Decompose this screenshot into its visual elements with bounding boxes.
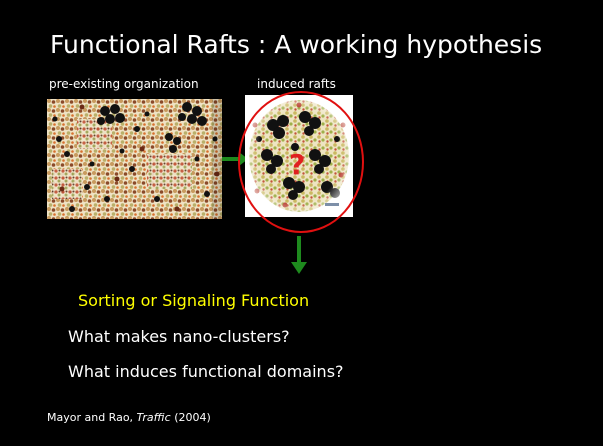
induced-rafts-label: induced rafts	[257, 77, 336, 91]
induced-rafts-image	[245, 95, 353, 217]
citation-year: (2004)	[170, 411, 211, 424]
highlight-circle	[238, 91, 364, 233]
question-nano-clusters: What makes nano-clusters?	[68, 327, 290, 346]
function-text: Sorting or Signaling Function	[78, 291, 310, 310]
arrow-right-icon	[222, 152, 248, 166]
pre-existing-organization-image	[47, 99, 222, 219]
arrow-down-icon	[291, 236, 307, 274]
pre-existing-label: pre-existing organization	[49, 77, 199, 91]
citation-journal: Traffic	[136, 411, 171, 424]
question-functional-domains: What induces functional domains?	[68, 362, 344, 381]
slide-title: Functional Rafts : A working hypothesis	[50, 30, 543, 59]
citation-authors: Mayor and Rao,	[47, 411, 137, 424]
citation: Mayor and Rao, Traffic (2004)	[47, 411, 211, 424]
question-mark: ?	[289, 148, 306, 181]
